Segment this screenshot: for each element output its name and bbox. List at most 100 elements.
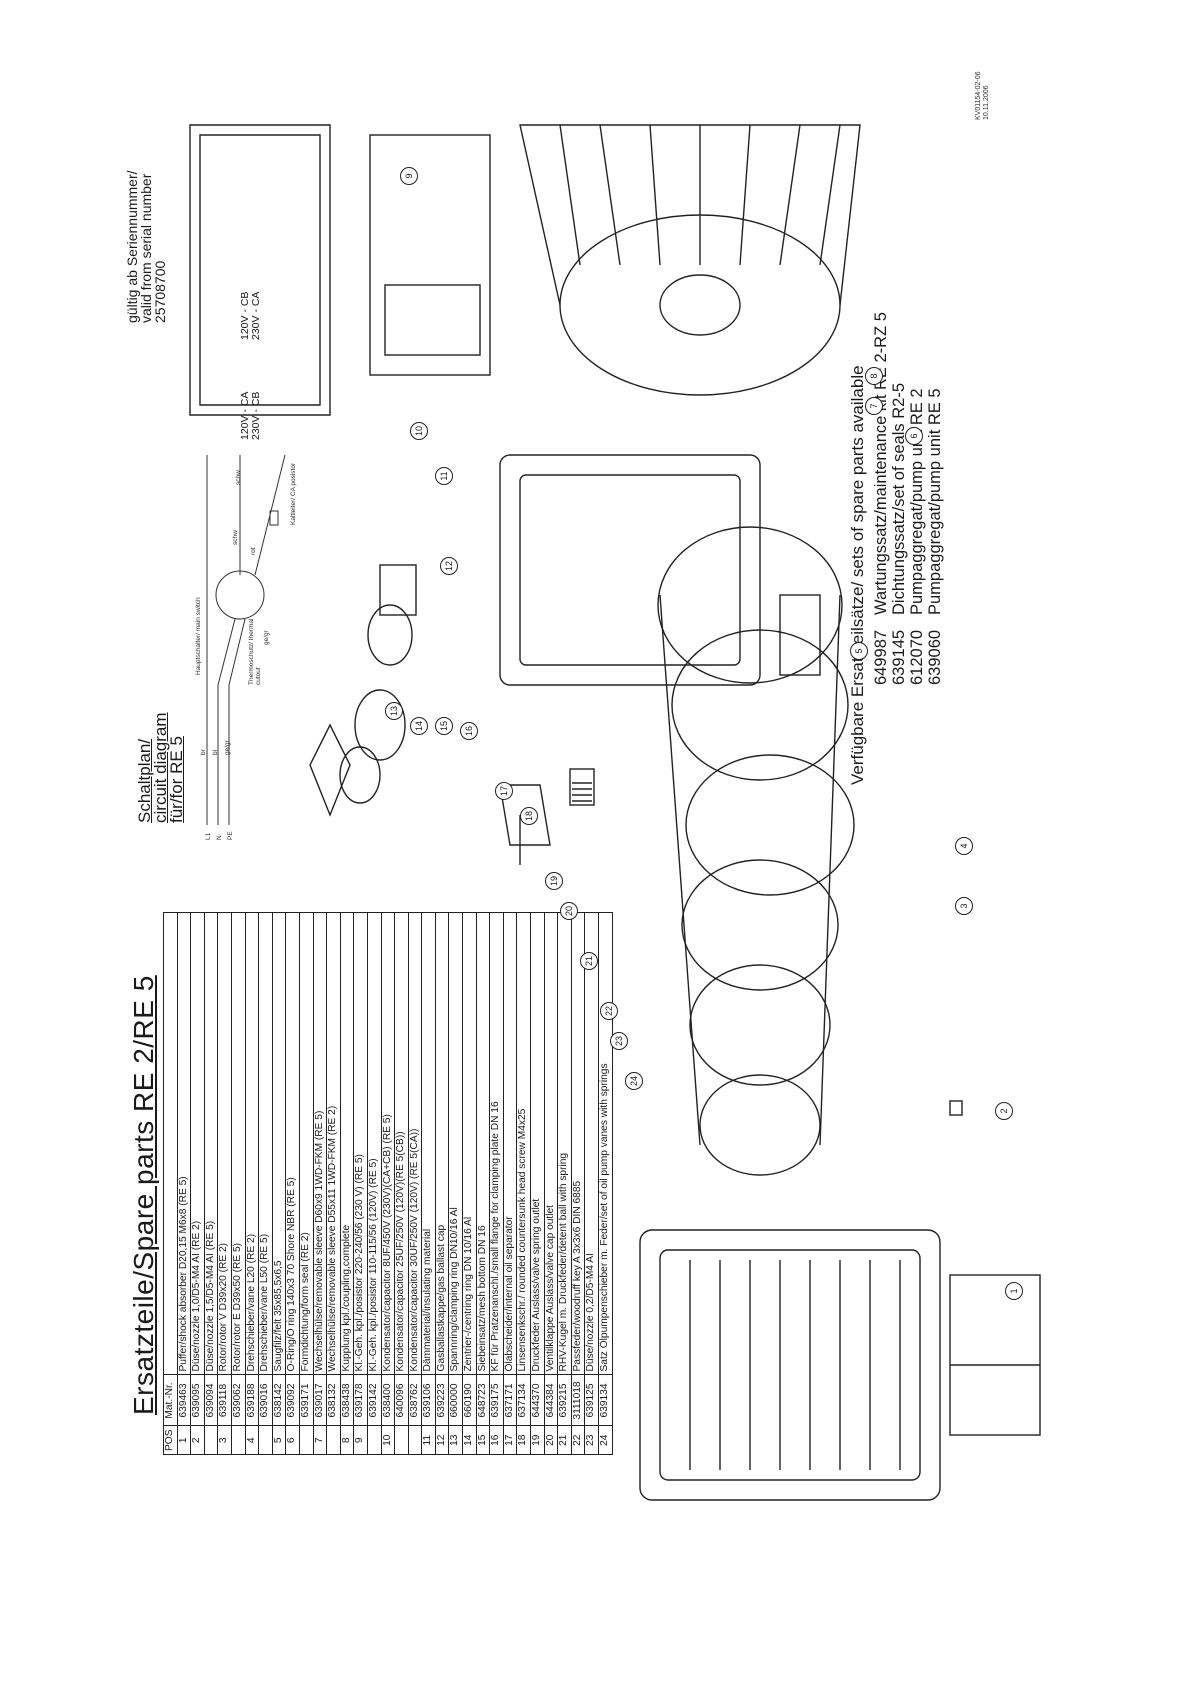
cell-desc: Satz Ölpumpenschieber m. Feder/set of oi… [598, 912, 613, 1375]
cell-pos: 1 [177, 1425, 191, 1455]
serial-note: gültig ab Seriennummer/ valid from seria… [124, 170, 168, 323]
wire-label-bl: bl [212, 749, 219, 755]
cell-mat: 637134 [516, 1374, 531, 1426]
valve-spring-drawing [569, 768, 595, 806]
cell-mat: 638762 [408, 1374, 422, 1426]
cell-mat: 639125 [584, 1374, 599, 1426]
kit-row: 639145Dichtungssatz/set of seals R2-5 [890, 383, 909, 685]
cell-mat: 639223 [435, 1374, 449, 1426]
cell-mat: 644384 [544, 1374, 558, 1426]
callout-15: 15 [435, 717, 453, 735]
cell-pos: 8 [340, 1425, 354, 1455]
voltage-left-2: 230V - CB [250, 391, 262, 440]
motor-drawing [519, 124, 861, 396]
callout-10: 10 [410, 422, 428, 440]
header-mat: Mat.-Nr. [163, 1374, 178, 1426]
cell-mat: 638438 [340, 1374, 354, 1426]
nozzle-drawing [949, 1100, 963, 1116]
cell-mat: 639092 [285, 1374, 300, 1426]
cell-mat: 638142 [272, 1374, 286, 1426]
cell-desc: Kondensator/capacitor 30UF/250V (120V) (… [408, 912, 422, 1375]
cell-pos: 18 [516, 1425, 531, 1455]
cell-mat: 639134 [598, 1374, 613, 1426]
cell-mat: 639094 [204, 1374, 218, 1426]
callout-7: 7 [865, 397, 883, 415]
callout-21: 21 [580, 952, 598, 970]
callout-18: 18 [520, 807, 538, 825]
cell-mat: 3111018 [571, 1374, 585, 1426]
kit-row: 639060Pumpaggregat/pump unit RE 5 [926, 388, 945, 685]
cell-pos [231, 1425, 246, 1455]
document-number: KV01154-02-06 10.11.2006 [975, 71, 991, 120]
cell-pos: 17 [503, 1425, 517, 1455]
cell-desc: Kl.-Geh. kpl./posistor 220-240/56 (230 V… [353, 912, 368, 1375]
cell-desc: Zentrier-/centring ring DN 10/16 Al [462, 912, 477, 1375]
callout-1: 1 [1005, 1282, 1023, 1300]
oil-separator-drawing [499, 784, 551, 846]
voltage-note-left: 120V - CA 230V - CB [239, 391, 262, 440]
circuit-title-line-3: für/for RE 5 [167, 736, 186, 823]
wire-label-rot: rot [250, 547, 257, 555]
kit-label: Pumpaggregat/pump unit RE 5 [926, 388, 944, 615]
cell-desc: Kupplung kpl./coupling,complete [340, 912, 354, 1375]
terminal-l1: L1 [205, 832, 212, 840]
cell-mat: 639215 [557, 1374, 572, 1426]
cell-mat: 639142 [367, 1374, 381, 1426]
cell-mat: 639017 [313, 1374, 327, 1426]
cell-mat: 648723 [476, 1374, 490, 1426]
cell-mat: 639106 [421, 1374, 436, 1426]
cell-mat: 638400 [381, 1374, 395, 1426]
cell-pos [258, 1425, 273, 1455]
cell-pos [367, 1425, 381, 1455]
cell-desc: Rotor/rotor V D39x20 (RE 2) [217, 912, 232, 1375]
pump-block-drawing [499, 454, 761, 686]
callout-5: 5 [850, 642, 868, 660]
cell-mat: 639118 [217, 1374, 232, 1426]
kits-heading: Verfügbare Ersatzteilsätze/ sets of spar… [848, 365, 867, 785]
cell-desc: Formdichtung/form seal (RE 2) [299, 912, 314, 1375]
cell-mat: 639062 [231, 1374, 246, 1426]
cell-pos [394, 1425, 409, 1455]
callout-3: 3 [955, 897, 973, 915]
cell-pos: 2 [190, 1425, 205, 1455]
voltage-note-right: 120V - CB 230V - CA [239, 292, 262, 340]
terminal-n: N [216, 835, 223, 840]
callout-13: 13 [385, 702, 403, 720]
cell-mat: 639178 [353, 1374, 368, 1426]
cell-pos: 6 [285, 1425, 300, 1455]
cell-desc: Gasballastkappe/gas ballast cap [435, 912, 449, 1375]
cell-desc: Ventilklappe Auslass/valve cap outlet [544, 912, 558, 1375]
cell-desc: RHV-Kugel m. Druckfeder/detent ball with… [557, 912, 572, 1375]
rotor-assembly-drawing [657, 526, 855, 1176]
cell-mat: 639175 [489, 1374, 504, 1426]
cell-desc: Wechselhülse/removable sleeve D55x11 1WD… [326, 912, 341, 1375]
cell-pos [326, 1425, 341, 1455]
cell-pos: 16 [489, 1425, 504, 1455]
cell-desc: Kondensator/capacitor 8UF/450V (230V)(CA… [381, 912, 395, 1375]
callout-22: 22 [600, 1002, 618, 1020]
cell-pos: 3 [217, 1425, 232, 1455]
wire-label-schw: schw [232, 530, 239, 545]
header-desc [163, 912, 178, 1375]
posistor-label: Kaltleiter/ CA posistor [290, 462, 297, 525]
cell-pos: 13 [448, 1425, 463, 1455]
cell-pos: 15 [476, 1425, 490, 1455]
